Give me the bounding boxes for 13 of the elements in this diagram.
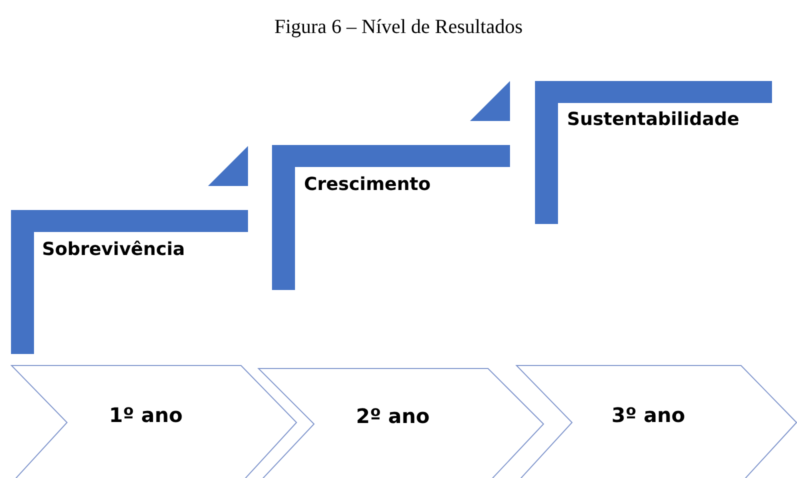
year-label: 1º ano (109, 402, 183, 426)
year-label: 2º ano (356, 404, 430, 428)
year-banner (258, 368, 544, 478)
step-band (535, 81, 772, 224)
year-banner (516, 365, 797, 478)
stage-label: Sobrevivência (42, 239, 185, 260)
step-band (272, 145, 510, 290)
year-banner (11, 365, 297, 478)
stage-label: Sustentabilidade (567, 109, 740, 130)
step-band (11, 210, 248, 354)
year-label: 3º ano (612, 402, 686, 426)
figure-title: Figura 6 – Nível de Resultados (273, 16, 524, 39)
stage-label: Crescimento (304, 174, 431, 195)
